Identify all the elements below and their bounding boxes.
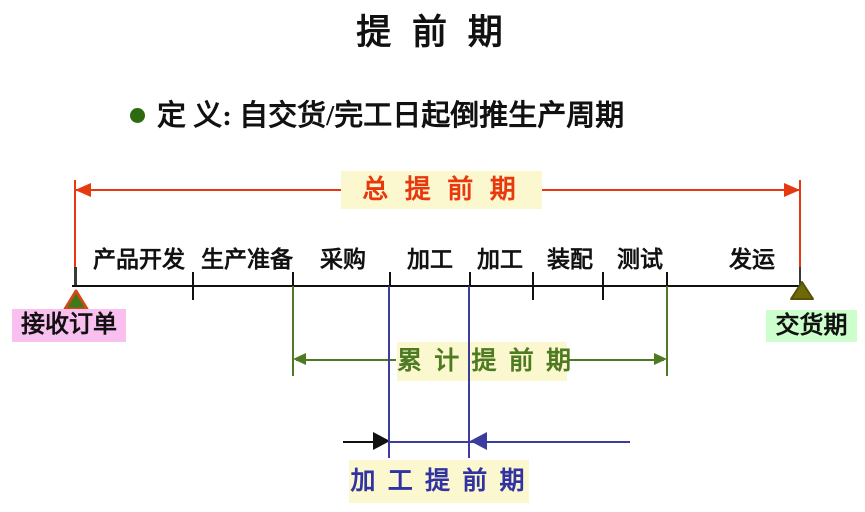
processing-dropline-right bbox=[468, 286, 471, 458]
cumulative-arrowhead-right-icon bbox=[654, 353, 667, 365]
timeline-axis bbox=[72, 284, 803, 288]
page-title: 提 前 期 bbox=[356, 13, 509, 52]
cumulative-lead-time-label: 累 计 提 前 期 bbox=[397, 342, 571, 381]
receive-order-label: 接收订单 bbox=[12, 309, 126, 342]
stage-label-procurement: 采购 bbox=[320, 247, 366, 272]
total-lead-arrowhead-right-icon bbox=[784, 183, 800, 197]
cumulative-dropline-left bbox=[291, 286, 294, 376]
total-lead-dropline-left bbox=[74, 180, 77, 272]
cumulative-arrow-line-left bbox=[296, 358, 396, 361]
stage-label-product-development: 产品开发 bbox=[93, 247, 185, 272]
cumulative-arrow-line-right bbox=[566, 358, 664, 361]
total-lead-arrowhead-left-icon bbox=[75, 183, 91, 197]
processing-arrowhead-left-icon bbox=[470, 432, 487, 450]
timeline-end-tick-left bbox=[74, 267, 77, 287]
timeline-tick bbox=[469, 272, 472, 286]
timeline-end-tick-right bbox=[798, 267, 801, 287]
total-lead-dropline-right bbox=[798, 180, 801, 272]
timeline-tick bbox=[292, 272, 295, 286]
timeline-tick bbox=[192, 272, 195, 300]
stage-label-production-preparation: 生产准备 bbox=[201, 247, 293, 272]
timeline-tick bbox=[389, 272, 392, 286]
bullet-icon bbox=[130, 108, 145, 123]
definition-text: 定 义: 自交货/完工日起倒推生产周期 bbox=[157, 100, 625, 132]
timeline-tick bbox=[602, 272, 605, 300]
processing-arrowhead-right-icon bbox=[373, 432, 390, 450]
receive-order-marker-icon bbox=[63, 289, 89, 311]
processing-lead-time-label: 加 工 提 前 期 bbox=[349, 460, 529, 503]
stage-label-testing: 测试 bbox=[617, 247, 663, 272]
timeline-tick bbox=[666, 272, 669, 286]
processing-arrow-line-blue bbox=[390, 440, 630, 443]
stage-label-processing-1: 加工 bbox=[407, 247, 453, 272]
total-lead-time-label: 总 提 前 期 bbox=[341, 171, 542, 209]
cumulative-arrowhead-left-icon bbox=[293, 353, 306, 365]
delivery-marker-icon bbox=[790, 281, 814, 300]
stage-label-shipping: 发运 bbox=[729, 247, 775, 272]
stage-label-processing-2: 加工 bbox=[477, 247, 523, 272]
timeline-tick bbox=[532, 272, 535, 300]
processing-arrow-line-black bbox=[343, 440, 379, 443]
cumulative-dropline-right bbox=[665, 286, 668, 376]
processing-dropline-left bbox=[388, 286, 391, 458]
delivery-date-label: 交货期 bbox=[766, 310, 857, 342]
stage-label-assembly: 装配 bbox=[547, 247, 593, 272]
